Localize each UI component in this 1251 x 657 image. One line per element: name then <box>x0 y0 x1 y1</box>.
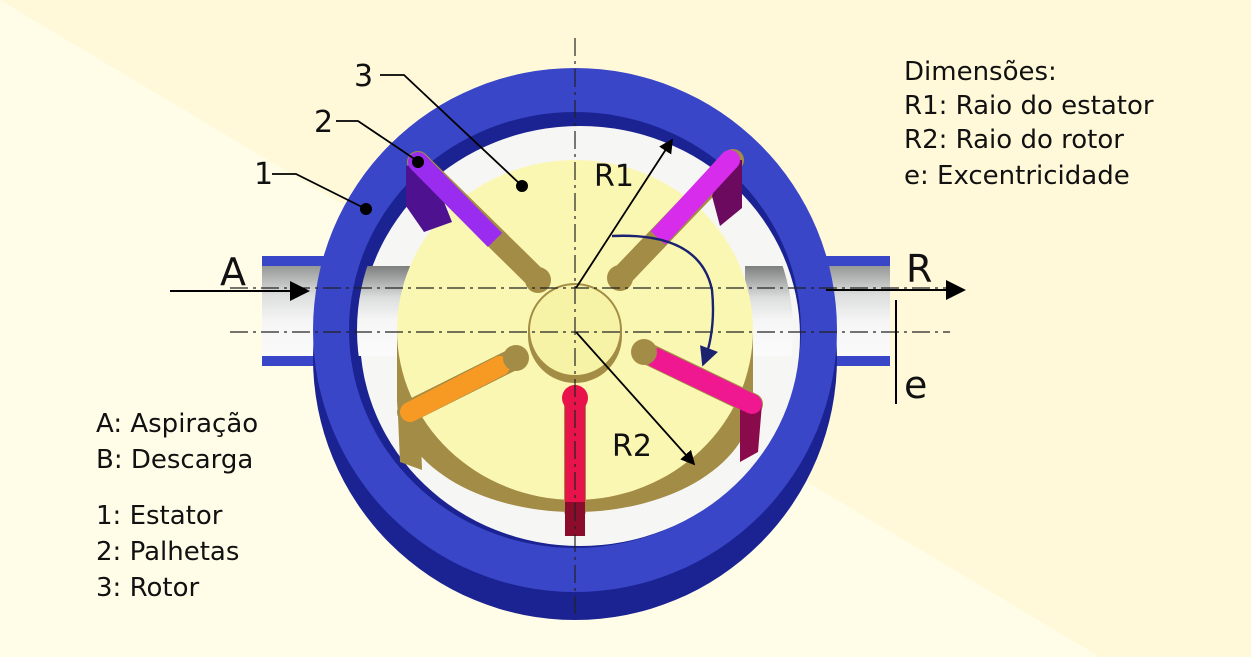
rotation-arrow <box>611 234 719 367</box>
legend-dimensions-title: Dimensões: <box>904 57 1057 87</box>
callout-label-1: 1 <box>254 157 273 192</box>
callout-label-3: 3 <box>354 59 373 94</box>
r1-arrow <box>575 138 673 289</box>
legend-parts-item: 1: Estator <box>96 501 223 531</box>
vane-bottom-tip <box>562 385 588 411</box>
callout-line-3 <box>380 74 521 185</box>
legend-dimensions-item: e: Excentricidade <box>904 161 1130 191</box>
vane-right <box>646 348 762 414</box>
legend-ports-item: B: Descarga <box>96 445 253 475</box>
outlet-label: R <box>906 247 932 291</box>
vane-left-pivot <box>503 345 529 371</box>
vane-top-left <box>410 154 503 248</box>
legend-ports: A: Aspiração B: Descarga <box>96 409 258 475</box>
vane-top-left-pivot <box>525 267 551 293</box>
callout-dot-2 <box>412 156 424 168</box>
outlet-pipe-flange-bottom <box>810 356 890 366</box>
legend-parts-item: 2: Palhetas <box>96 537 239 567</box>
legend-dimensions-item: R1: Raio do estator <box>904 91 1154 121</box>
inlet-pipe-flange-top <box>262 256 342 266</box>
vane-top-left-side <box>406 162 452 232</box>
callout-dot-1 <box>360 203 372 215</box>
inlet-pipe-flange-bottom <box>262 356 342 366</box>
vane-right-side <box>740 404 762 462</box>
callout-line-2 <box>336 120 417 161</box>
vane-left <box>400 356 510 422</box>
r2-arrow <box>575 331 696 466</box>
legend-parts: 1: Estator 2: Palhetas 3: Rotor <box>96 501 239 603</box>
eccentricity-label: e <box>904 363 927 407</box>
legend-dimensions: Dimensões: R1: Raio do estator R2: Raio … <box>904 57 1154 191</box>
vane-top-right-tip <box>720 150 740 170</box>
legend-dimensions-item: R2: Raio do rotor <box>904 125 1124 155</box>
callout-dot-3 <box>516 180 528 192</box>
callout-label-2: 2 <box>314 105 333 140</box>
inlet-label: A <box>220 250 246 294</box>
vane-right-pivot <box>631 339 657 365</box>
vane-top-right <box>650 153 738 245</box>
outlet-pipe-flange-top <box>810 256 890 266</box>
r1-label: R1 <box>594 159 634 194</box>
legend-ports-item: A: Aspiração <box>96 409 258 439</box>
callout-line-1 <box>272 173 365 209</box>
vane-top-right-pivot <box>607 265 633 291</box>
legend-parts-item: 3: Rotor <box>96 573 199 603</box>
vane-left-side <box>398 412 422 470</box>
r2-label: R2 <box>612 429 652 464</box>
